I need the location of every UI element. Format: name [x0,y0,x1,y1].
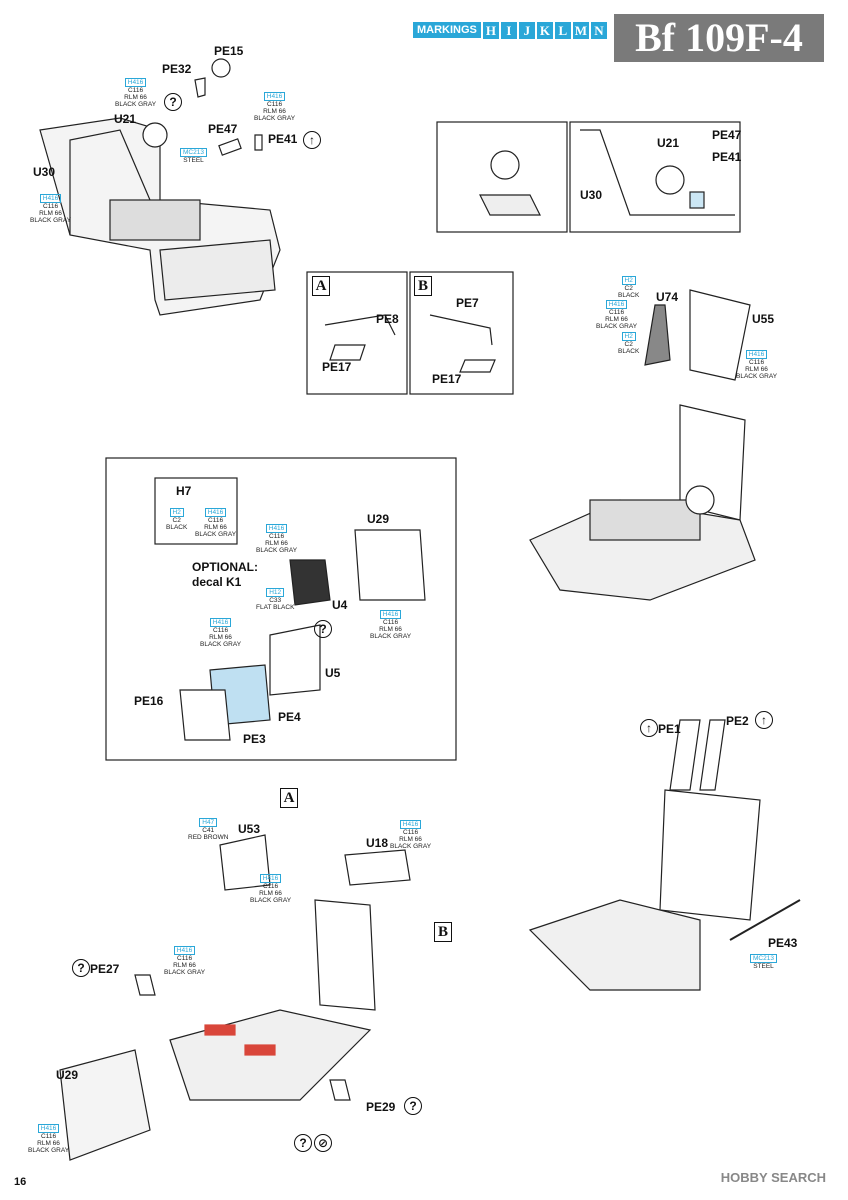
optional-line-2: decal K1 [192,575,242,589]
question-icon: ? [404,1097,422,1115]
paint-callout: H47 C41 RED BROWN [188,818,229,841]
paint-callout: MC213 STEEL [180,148,207,164]
paint-callout: H416 C116 RLM 66 BLACK GRAY [390,820,432,850]
paint-callout: H416 C116 RLM 66 BLACK GRAY [736,350,778,380]
paint-callout: H416 C116 RLM 66 BLACK GRAY [195,508,237,538]
page-title: Bf 109F-4 [614,14,824,62]
part-label-u18: U18 [366,836,389,850]
marking-letter: H [482,21,499,39]
paint-callout: H416 C116 RLM 66 BLACK GRAY [250,874,292,904]
part-label-pe3: PE3 [243,732,266,746]
part-label-pe2: PE2 [726,714,749,728]
part-label-pe17: PE17 [432,372,462,386]
part-label-pe47-detail: PE47 [712,128,742,142]
paint-callout: H416 C116 RLM 66 BLACK GRAY [256,524,298,554]
part-label-pe1: PE1 [658,722,681,736]
part-label-pe41: PE41 [268,132,298,146]
part-label-u53: U53 [238,822,261,836]
part-label-u21: U21 [114,112,137,126]
marking-letter: M [572,21,589,39]
page-number: 16 [14,1176,27,1188]
subassembly-a-ref: A [280,788,298,808]
part-label-u29: U29 [56,1068,79,1082]
paint-callout: H2 C2 BLACK [618,276,640,299]
marking-letter: N [590,21,607,39]
paint-callout: H416 C116 RLM 66 BLACK GRAY [115,78,157,108]
part-label-u4: U4 [332,598,348,612]
paint-callout: H416 C116 RLM 66 BLACK GRAY [254,92,296,122]
marking-letter: K [536,21,553,39]
optional-note: OPTIONAL: decal K1 [192,560,258,590]
question-icon: ? [314,620,332,638]
paint-callout: H2 C2 BLACK [618,332,640,355]
subassembly-b-box: B [414,276,432,296]
part-label-pe47: PE47 [208,122,238,136]
part-label-u30: U30 [33,165,56,179]
up-arrow-icon: ↑ [755,711,773,729]
paint-callout: H416 C116 RLM 66 BLACK GRAY [596,300,638,330]
question-icon: ? [164,93,182,111]
part-label-pe15: PE15 [214,44,244,58]
part-label-u5: U5 [325,666,341,680]
part-label-pe7: PE7 [456,296,479,310]
paint-callout: H2 C2 BLACK [166,508,188,531]
paint-callout: H416 C116 RLM 66 BLACK GRAY [370,610,412,640]
part-label-pe32: PE32 [162,62,192,76]
subassembly-b-ref: B [434,922,452,942]
part-label-pe8: PE8 [376,312,399,326]
part-label-pe4: PE4 [278,710,301,724]
up-arrow-icon: ↑ [640,719,658,737]
paint-callout: H416 C116 RLM 66 BLACK GRAY [28,1124,70,1154]
paint-callout: H12 C33 FLAT BLACK [256,588,295,611]
part-label-pe41-detail: PE41 [712,150,742,164]
part-label-pe27: PE27 [90,962,120,976]
part-label-pe16: PE16 [134,694,164,708]
up-arrow-icon: ↑ [303,131,321,149]
part-label-pe29: PE29 [366,1100,396,1114]
part-label-u29: U29 [367,512,390,526]
sand-icon: ⊘ [314,1134,332,1152]
subassembly-a-box: A [312,276,330,296]
marking-letter: J [518,21,535,39]
part-label-h7: H7 [176,484,192,498]
marking-letter: L [554,21,571,39]
marking-letter: I [500,21,517,39]
part-label-u74: U74 [656,290,679,304]
part-label-pe43: PE43 [768,936,798,950]
markings-strip: MARKINGS H I J K L M N [413,20,607,40]
paint-callout: MC213 STEEL [750,954,777,970]
part-label-u55: U55 [752,312,775,326]
part-label-pe17: PE17 [322,360,352,374]
paint-callout: H416 C116 RLM 66 BLACK GRAY [200,618,242,648]
paint-callout: H416 C116 RLM 66 BLACK GRAY [164,946,206,976]
paint-callout: H416 C116 RLM 66 BLACK GRAY [30,194,72,224]
part-label-u30-detail: U30 [580,188,603,202]
part-label-u21-detail: U21 [657,136,680,150]
watermark: HOBBY SEARCH [720,1170,826,1185]
question-icon: ? [72,959,90,977]
question-icon: ? [294,1134,312,1152]
optional-line-1: OPTIONAL: [192,560,258,574]
markings-label: MARKINGS [413,22,481,38]
